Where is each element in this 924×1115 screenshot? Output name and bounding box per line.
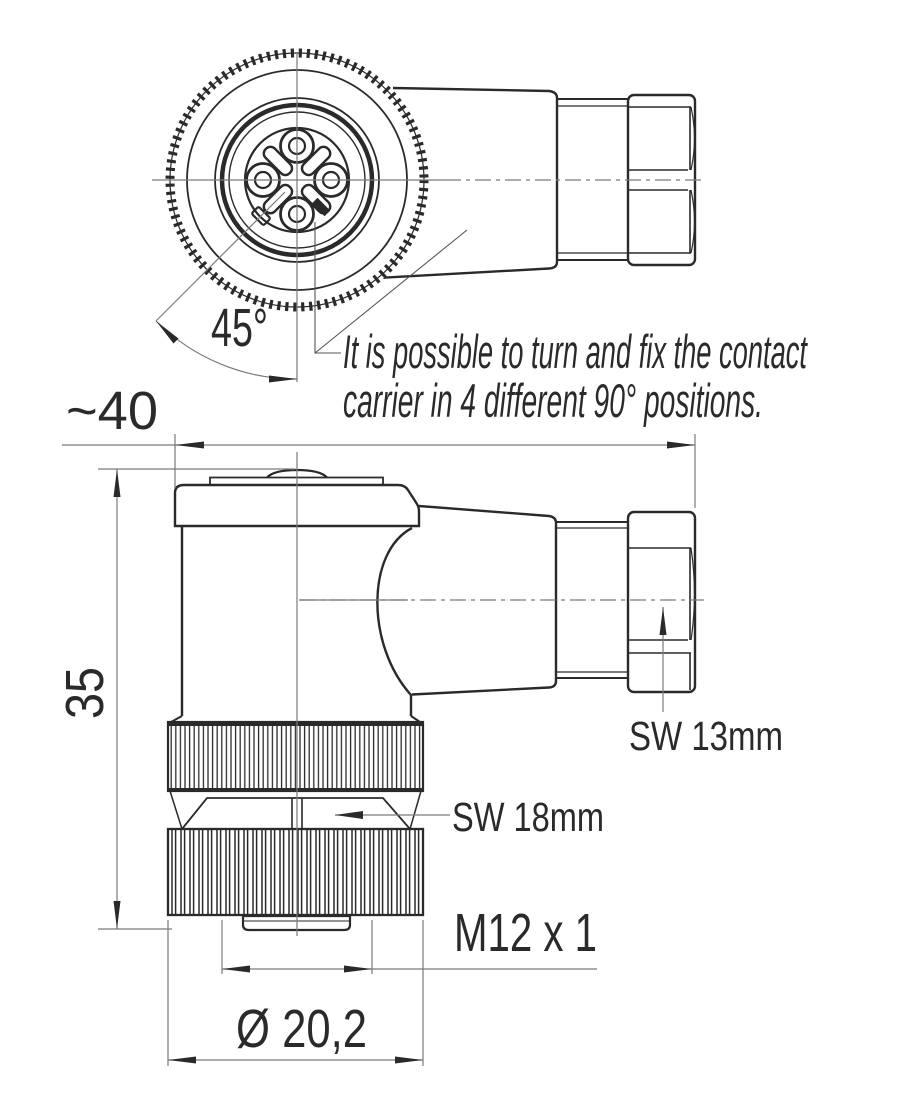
gland-wrench-size-label: SW 13mm: [629, 713, 783, 759]
side-view-drawing: ~40 35 SW 13mm SW 18mm M12 x: [55, 381, 783, 1066]
side-view-cable-gland: [411, 504, 697, 696]
rotation-note-line-1: It is possible to turn and fix the conta…: [343, 325, 808, 378]
width-dimension: ~40: [62, 381, 696, 508]
hex-wrench-size-label: SW 18mm: [452, 794, 604, 840]
rotation-note: It is possible to turn and fix the conta…: [314, 222, 808, 427]
thread-dimension: M12 x 1: [221, 903, 597, 974]
side-view-centerlines: [296, 452, 704, 936]
hex-body-section: [169, 790, 422, 830]
gland-wrench-dimension: SW 13mm: [629, 607, 783, 759]
side-view-gland-hex-nut: [626, 510, 697, 694]
upper-knurled-ring: [166, 720, 425, 793]
top-view-centerlines: [152, 52, 706, 382]
angle-dimension-label: 45°: [211, 298, 268, 358]
side-view-body: [170, 468, 421, 723]
side-view-thread: [556, 521, 628, 679]
diameter-dimension: Ø 20,2: [167, 920, 424, 1066]
coding-marker: [311, 197, 331, 217]
angle-dimension: 45°: [155, 191, 298, 383]
width-dimension-label: ~40: [66, 381, 158, 441]
top-view-drawing: 45° It is possible to turn and fix the c…: [152, 48, 808, 427]
knurled-coupling-nut: [166, 827, 425, 932]
diameter-dimension-label: Ø 20,2: [236, 999, 367, 1059]
thread-size-label: M12 x 1: [454, 903, 597, 963]
rotation-note-line-2: carrier in 4 different 90° positions.: [343, 374, 763, 427]
top-view-thread: [557, 98, 628, 261]
hex-wrench-dimension: SW 18mm: [335, 794, 604, 840]
height-dimension-label: 35: [55, 667, 115, 719]
height-dimension: 35: [55, 468, 295, 930]
